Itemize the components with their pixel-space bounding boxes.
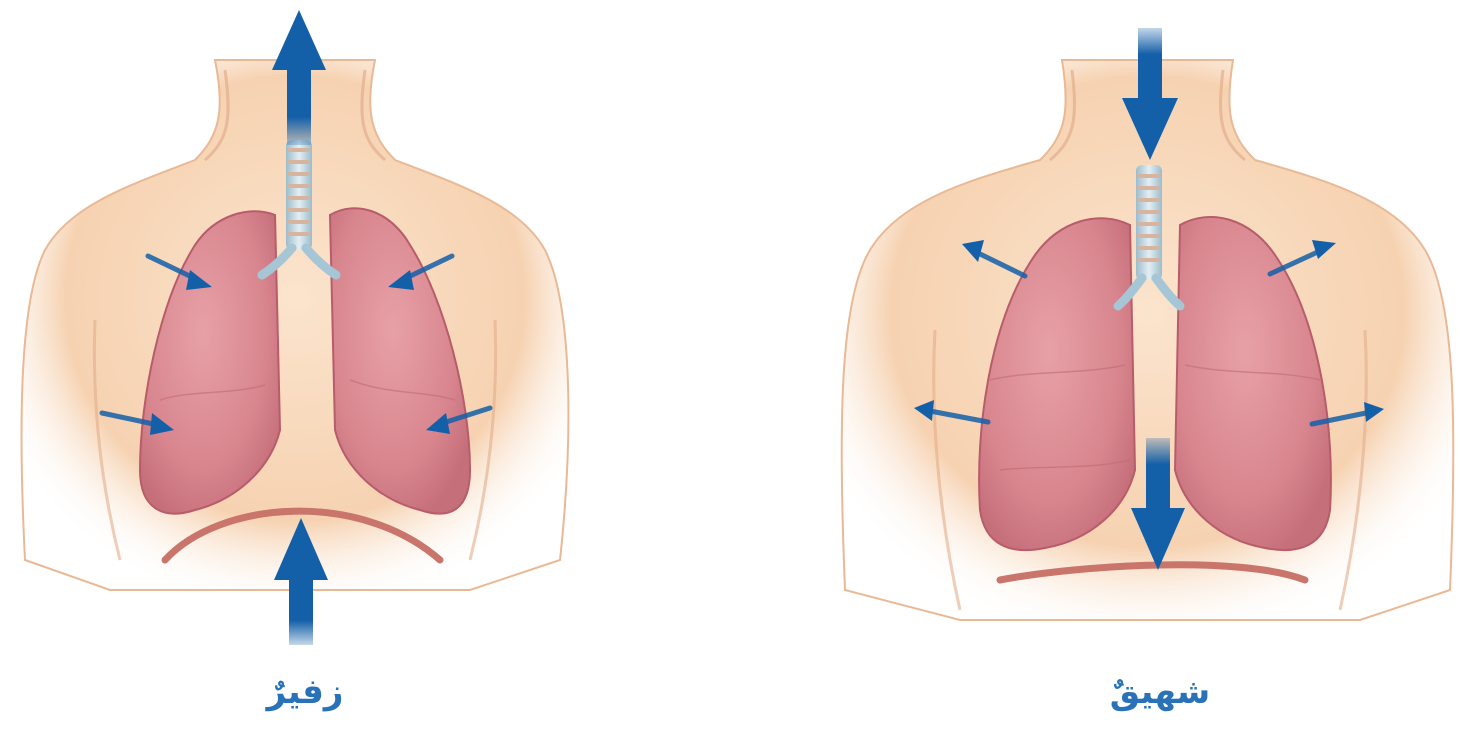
inhalation-panel [842,28,1454,620]
exhalation-label: زفيرٌ [185,672,425,712]
exhalation-panel [22,10,569,645]
inhalation-label: شهيقٌ [1040,672,1280,712]
